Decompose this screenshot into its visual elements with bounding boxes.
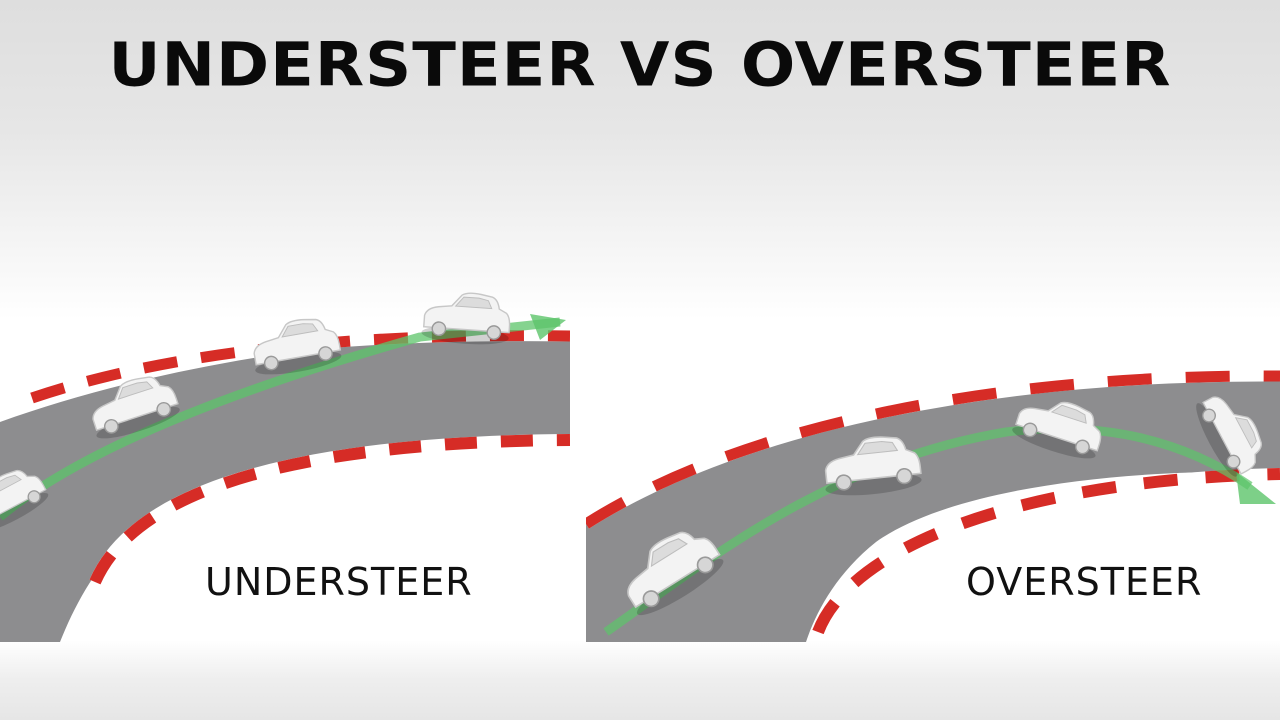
oversteer-road [586,372,1280,642]
understeer-car-4 [420,292,513,348]
understeer-diagram [0,292,570,642]
oversteer-arrow-icon [1236,472,1276,504]
oversteer-label: OVERSTEER [966,560,1203,604]
understeer-label: UNDERSTEER [205,560,473,604]
oversteer-diagram [586,370,1280,642]
understeer-arrow-icon [530,314,566,340]
page-title: UNDERSTEER VS OVERSTEER [108,31,1172,101]
oversteer-panel: OVERSTEER [586,292,1280,642]
understeer-panel: UNDERSTEER [0,292,570,642]
